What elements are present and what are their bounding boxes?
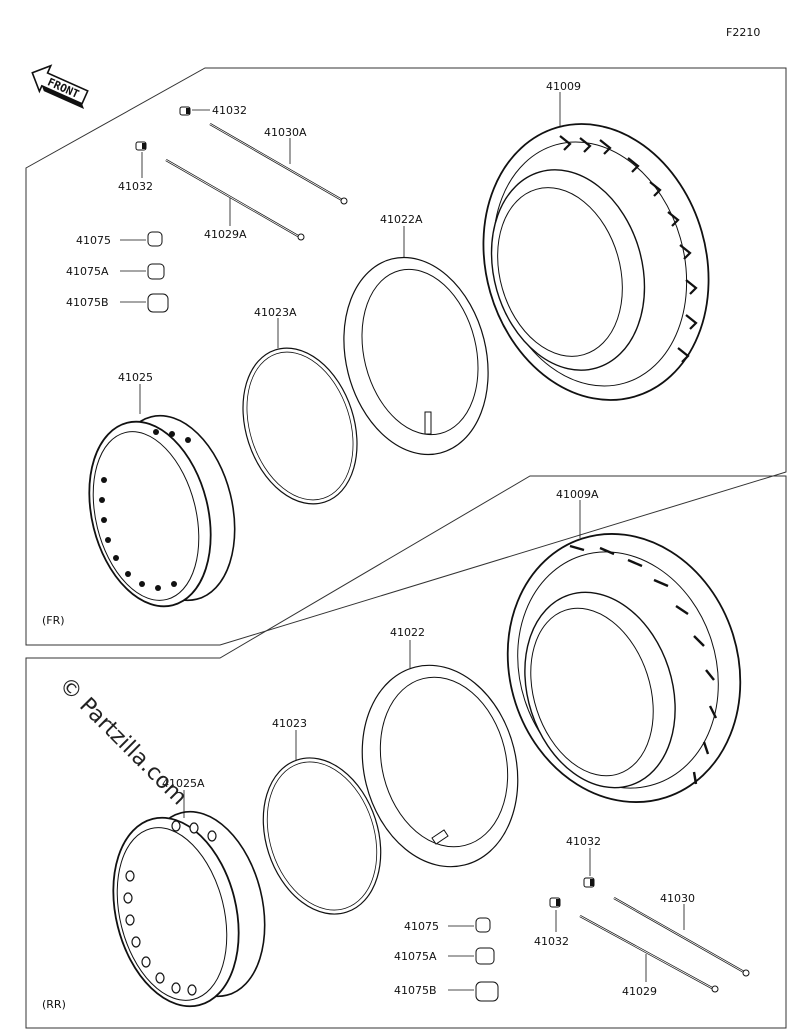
label-spoke-rear-b: 41030 — [660, 892, 695, 905]
label-tire-rear: 41009A — [556, 488, 599, 501]
front-tube — [343, 256, 489, 456]
rear-section-tag: (RR) — [42, 998, 66, 1011]
watermark: © Partzilla.com — [54, 673, 192, 811]
label-cap-front: 41075 — [76, 234, 111, 247]
rear-tire — [506, 533, 742, 803]
label-cap-a-rear: 41075A — [394, 950, 437, 963]
rear-cap-75a — [475, 947, 495, 965]
label-rim-front: 41025 — [118, 371, 153, 384]
front-arrow-icon: FRONT — [31, 64, 89, 109]
label-cap-b-front: 41075B — [66, 296, 109, 309]
label-rimband-front: 41023A — [254, 306, 297, 319]
label-rim-rear: 41025A — [162, 777, 205, 790]
rear-nipple-top — [583, 877, 595, 888]
rear-spoke-29 — [579, 915, 719, 993]
front-section-frame — [25, 67, 787, 646]
front-nipple-left — [135, 141, 147, 151]
front-rim-band — [242, 347, 358, 505]
front-spoke-30a — [209, 123, 348, 205]
label-nipple-rear-2: 41032 — [534, 935, 569, 948]
label-nipple-rear-1: 41032 — [566, 835, 601, 848]
label-nipple-front-1: 41032 — [212, 104, 247, 117]
front-section-tag: (FR) — [42, 614, 65, 627]
label-cap-a-front: 41075A — [66, 265, 109, 278]
label-tube-front: 41022A — [380, 213, 423, 226]
front-cap-75b — [147, 293, 169, 313]
label-tire-front: 41009 — [546, 80, 581, 93]
label-tube-rear: 41022 — [390, 626, 425, 639]
label-rimband-rear: 41023 — [272, 717, 307, 730]
label-spoke-rear: 41029 — [622, 985, 657, 998]
rear-rim-band — [262, 757, 382, 915]
label-nipple-front-2: 41032 — [118, 180, 153, 193]
rear-tube — [361, 664, 519, 868]
label-cap-rear: 41075 — [404, 920, 439, 933]
rear-spoke-30 — [613, 897, 750, 977]
front-tire — [482, 123, 710, 401]
rear-nipple-low — [549, 897, 561, 908]
label-spoke-front-b: 41030A — [264, 126, 307, 139]
label-spoke-front: 41029A — [204, 228, 247, 241]
label-cap-b-rear: 41075B — [394, 984, 437, 997]
front-cap-75a — [147, 263, 165, 280]
rear-section-frame — [25, 475, 787, 1029]
front-spoke-29a — [165, 159, 305, 241]
front-nipple-top — [179, 106, 191, 116]
rear-rim — [112, 810, 266, 1008]
rear-cap-75 — [475, 917, 491, 933]
rear-cap-75b — [475, 981, 499, 1002]
diagram-id: F2210 — [726, 26, 760, 39]
front-rim — [88, 414, 236, 608]
front-cap-75 — [147, 231, 163, 247]
